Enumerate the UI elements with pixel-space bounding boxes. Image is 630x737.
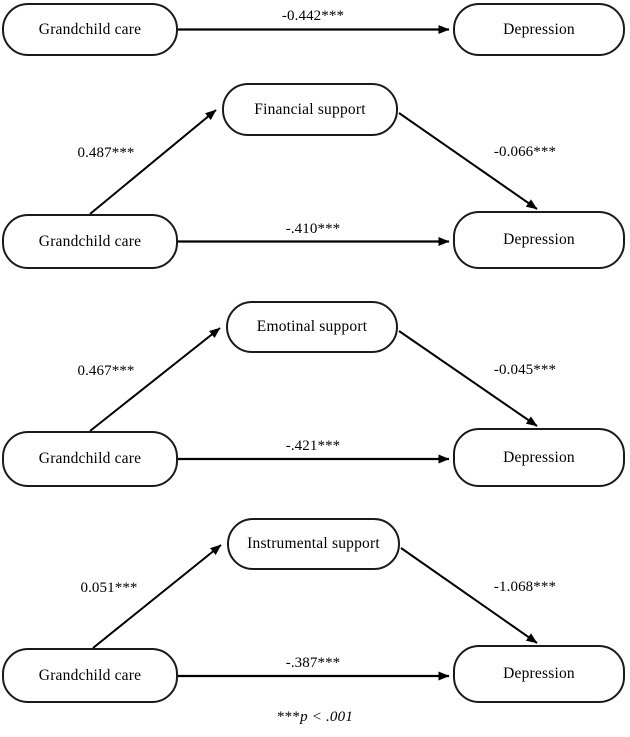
path-label-panel4-a: 0.051*** <box>80 580 138 596</box>
node-panel2-predictor: Grandchild care <box>2 214 178 269</box>
arrow-panel4-a <box>92 544 222 649</box>
arrow-panel4-b <box>400 547 538 644</box>
arrow-panel3-a <box>89 327 221 432</box>
path-label-panel1-direct: -0.442*** <box>281 8 345 24</box>
node-label: Depression <box>503 231 575 249</box>
path-label-panel4-b: -1.068*** <box>493 579 557 595</box>
node-panel1-outcome: Depression <box>453 3 625 56</box>
node-panel3-outcome: Depression <box>453 428 625 487</box>
node-panel3-predictor: Grandchild care <box>2 431 178 487</box>
footnote-stars: *** <box>276 709 301 725</box>
arrow-panel2-b <box>398 112 538 210</box>
node-label: Financial support <box>254 100 366 118</box>
node-label: Grandchild care <box>38 450 142 468</box>
node-label: Depression <box>503 20 575 38</box>
significance-footnote: ***p < .001 <box>277 709 353 726</box>
node-label: Depression <box>503 448 575 466</box>
path-label-panel4-direct: -.387*** <box>285 655 341 671</box>
path-label-panel2-a: 0.487*** <box>77 145 135 161</box>
path-label-panel3-direct: -.421*** <box>285 438 341 454</box>
path-label-panel2-b: -0.066*** <box>493 144 557 160</box>
path-label-panel3-b: -0.045*** <box>493 362 557 378</box>
node-label: Grandchild care <box>38 666 142 684</box>
node-label: Depression <box>503 665 575 683</box>
node-label: Grandchild care <box>38 20 142 38</box>
node-label: Instrumental support <box>247 535 380 553</box>
node-panel4-outcome: Depression <box>453 645 625 703</box>
footnote-pvalue: p < .001 <box>300 709 354 725</box>
node-panel3-mediator: Emotinal support <box>226 301 398 353</box>
node-panel2-mediator: Financial support <box>222 83 398 136</box>
path-label-panel2-direct: -.410*** <box>285 221 341 237</box>
node-panel4-predictor: Grandchild care <box>2 648 178 703</box>
node-label: Emotinal support <box>256 318 368 336</box>
node-panel2-outcome: Depression <box>453 211 625 269</box>
arrow-panel2-a <box>89 109 217 215</box>
arrow-panel3-b <box>398 330 538 427</box>
node-label: Grandchild care <box>38 232 142 250</box>
node-panel4-mediator: Instrumental support <box>227 518 400 570</box>
path-label-panel3-a: 0.467*** <box>77 363 135 379</box>
node-panel1-predictor: Grandchild care <box>2 3 178 56</box>
